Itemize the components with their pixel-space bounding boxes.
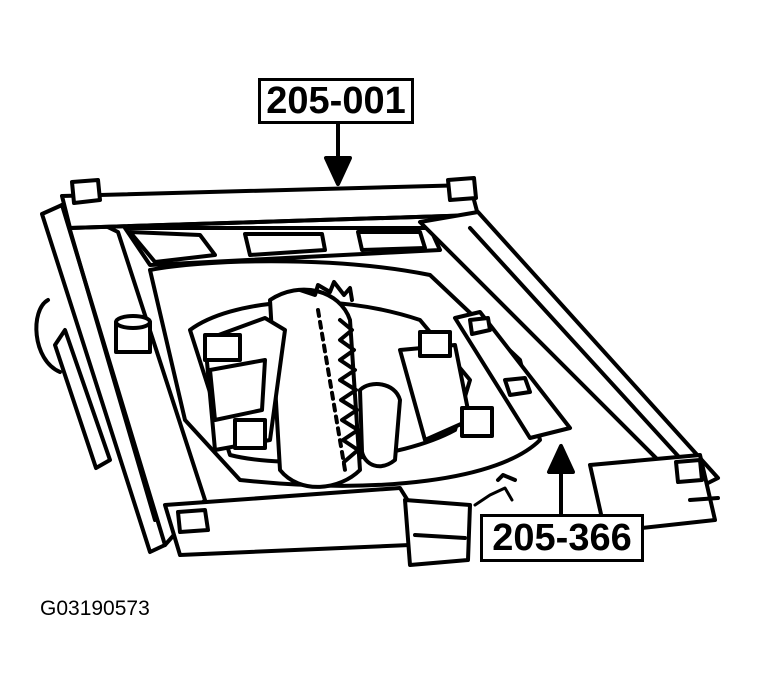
right-bearing-cap [358,330,494,469]
spreader-arm-right [453,310,572,440]
ring-gear [268,280,362,489]
callout-label-205-366: 205-366 [480,514,644,562]
left-bearing-cap [203,316,287,452]
callout-label-205-001: 205-001 [258,78,414,124]
right-frame-rail [418,210,720,534]
callout-top-arrow [324,116,352,186]
left-cap-bolt [114,314,152,354]
spreader-crossbar [60,176,480,230]
figure-id: G03190573 [40,597,150,620]
callout-bottom-arrow [547,444,575,516]
tool-hook [473,473,517,507]
lower-front-bar [163,486,472,567]
